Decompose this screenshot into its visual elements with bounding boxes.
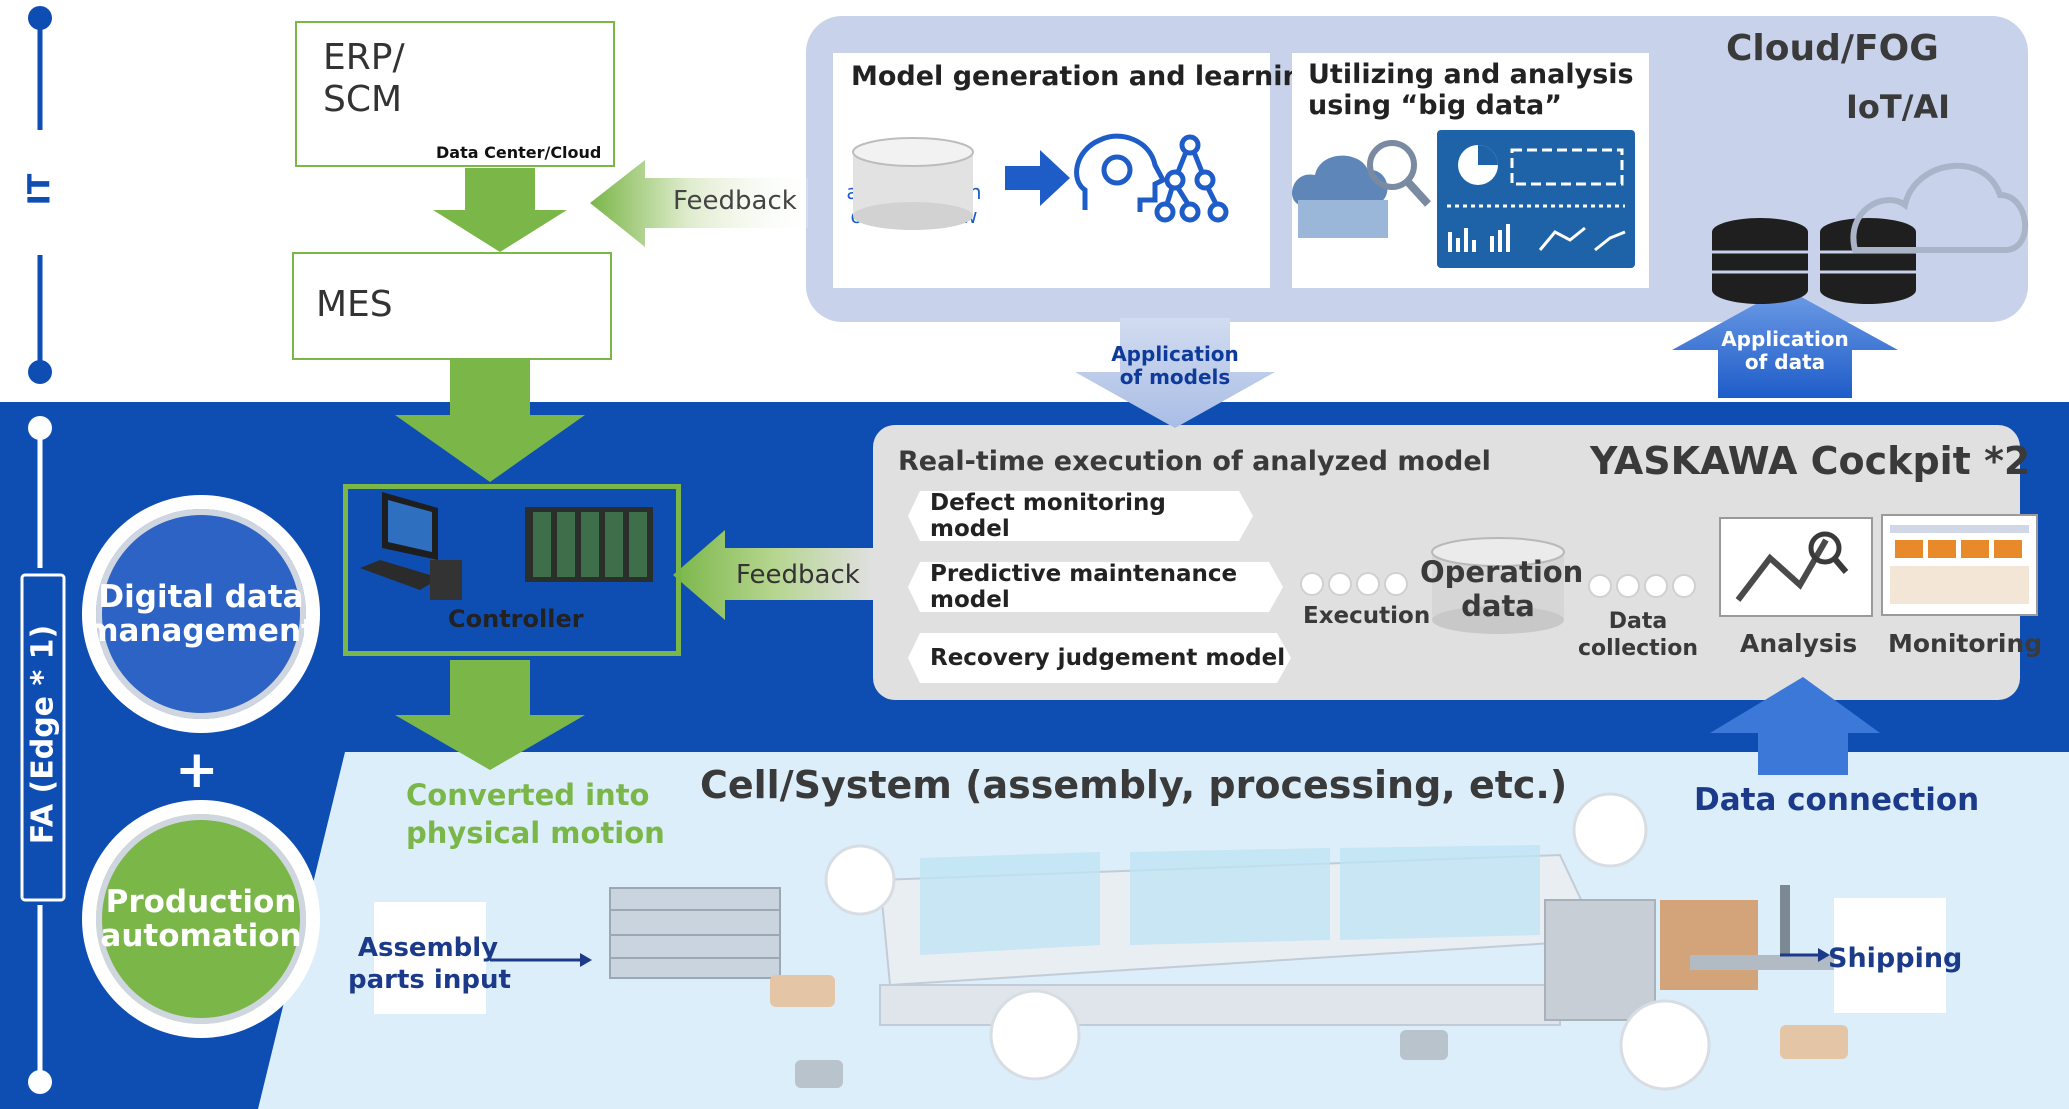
converted-motion-label: Converted into physical motion bbox=[406, 778, 665, 850]
execution-dots bbox=[1300, 572, 1412, 600]
knowhow-label: accumulation of know-how bbox=[846, 180, 982, 228]
application-models-label: Application of models bbox=[1111, 342, 1239, 389]
arrow-application-data bbox=[1672, 288, 1898, 398]
feedback-it-label: Feedback bbox=[673, 186, 797, 216]
data-collection-dots bbox=[1588, 574, 1700, 602]
cell-system-title: Cell/System (assembly, processing, etc.) bbox=[700, 763, 1568, 807]
assembly-input-box bbox=[374, 902, 486, 1014]
digital-data-circle: Digital data management bbox=[82, 495, 320, 733]
cloud-outline-icon bbox=[1850, 162, 2029, 253]
data-center-label: Data Center/Cloud bbox=[436, 143, 602, 162]
big-data-panel: Utilizing and analysis using “big data” bbox=[1292, 53, 1649, 288]
predictive-maintenance-model: Predictive maintenance model bbox=[908, 562, 1283, 612]
arrow-feedback-it bbox=[590, 160, 808, 247]
application-data-label: Application of data bbox=[1721, 327, 1849, 374]
fa-label-pill bbox=[20, 573, 66, 902]
arrow-feedback-fa bbox=[673, 530, 873, 620]
execution-label: Execution bbox=[1303, 603, 1431, 629]
feedback-fa-label: Feedback bbox=[736, 560, 860, 590]
cockpit-header: Real-time execution of analyzed model bbox=[898, 446, 1491, 477]
data-collection-label: Data collection bbox=[1577, 609, 1699, 661]
production-automation-circle: Production automation bbox=[82, 800, 320, 1038]
cockpit-title: YASKAWA Cockpit *2 bbox=[1590, 439, 2031, 483]
operation-data-database-icon bbox=[1431, 537, 1565, 634]
arrow-controller-to-cell bbox=[395, 660, 585, 770]
arrow-data-connection bbox=[1710, 677, 1880, 775]
erp-scm-box: ERP/ SCM Data Center/Cloud bbox=[295, 21, 615, 167]
arrow-mes-to-controller bbox=[395, 356, 585, 482]
assembly-input-label: Assembly parts input bbox=[348, 933, 511, 995]
mes-label: MES bbox=[316, 284, 393, 325]
controller-box: Controller bbox=[343, 484, 681, 656]
controller-label: Controller bbox=[448, 605, 584, 633]
production-automation-label: Production automation bbox=[100, 884, 302, 954]
it-axis-top-dot bbox=[28, 6, 52, 30]
operation-data-label: Operation data bbox=[1420, 555, 1584, 623]
plc-icon bbox=[525, 507, 653, 582]
defect-monitoring-model: Defect monitoring model bbox=[908, 491, 1253, 541]
model-generation-panel: Model generation and learning accumulati… bbox=[833, 53, 1321, 288]
arrow-application-models bbox=[1075, 318, 1275, 428]
analysis-label: Analysis bbox=[1740, 629, 1858, 658]
erp-scm-label: ERP/ SCM bbox=[323, 37, 405, 120]
arrow-erp-to-mes bbox=[433, 168, 567, 252]
plus-sign: + bbox=[175, 740, 219, 800]
model-generation-title: Model generation and learning bbox=[851, 61, 1322, 92]
monitoring-screen-icon bbox=[1881, 514, 2038, 616]
monitoring-label: Monitoring bbox=[1888, 629, 2043, 658]
shipping-label: Shipping bbox=[1828, 943, 1963, 974]
fa-label: FA (Edge * 1) bbox=[25, 624, 61, 845]
big-data-title: Utilizing and analysis using “big data” bbox=[1308, 59, 1634, 121]
shipping-box bbox=[1834, 898, 1946, 1013]
data-connection-label: Data connection bbox=[1694, 782, 1980, 818]
analysis-screen-icon bbox=[1719, 517, 1873, 617]
it-label: IT bbox=[22, 173, 58, 206]
fa-axis-top-dot bbox=[28, 416, 52, 440]
iot-ai-label: IoT/AI bbox=[1846, 88, 1951, 126]
digital-data-label: Digital data management bbox=[86, 579, 316, 649]
mes-box: MES bbox=[292, 252, 612, 360]
controller-pc-icon bbox=[360, 492, 462, 600]
cloud-fog-title: Cloud/FOG bbox=[1726, 28, 1939, 69]
fa-axis-bottom-dot bbox=[28, 1070, 52, 1094]
recovery-judgement-model: Recovery judgement model bbox=[908, 633, 1291, 683]
production-line-illustration bbox=[609, 792, 1860, 1091]
it-axis-bottom-dot bbox=[28, 360, 52, 384]
